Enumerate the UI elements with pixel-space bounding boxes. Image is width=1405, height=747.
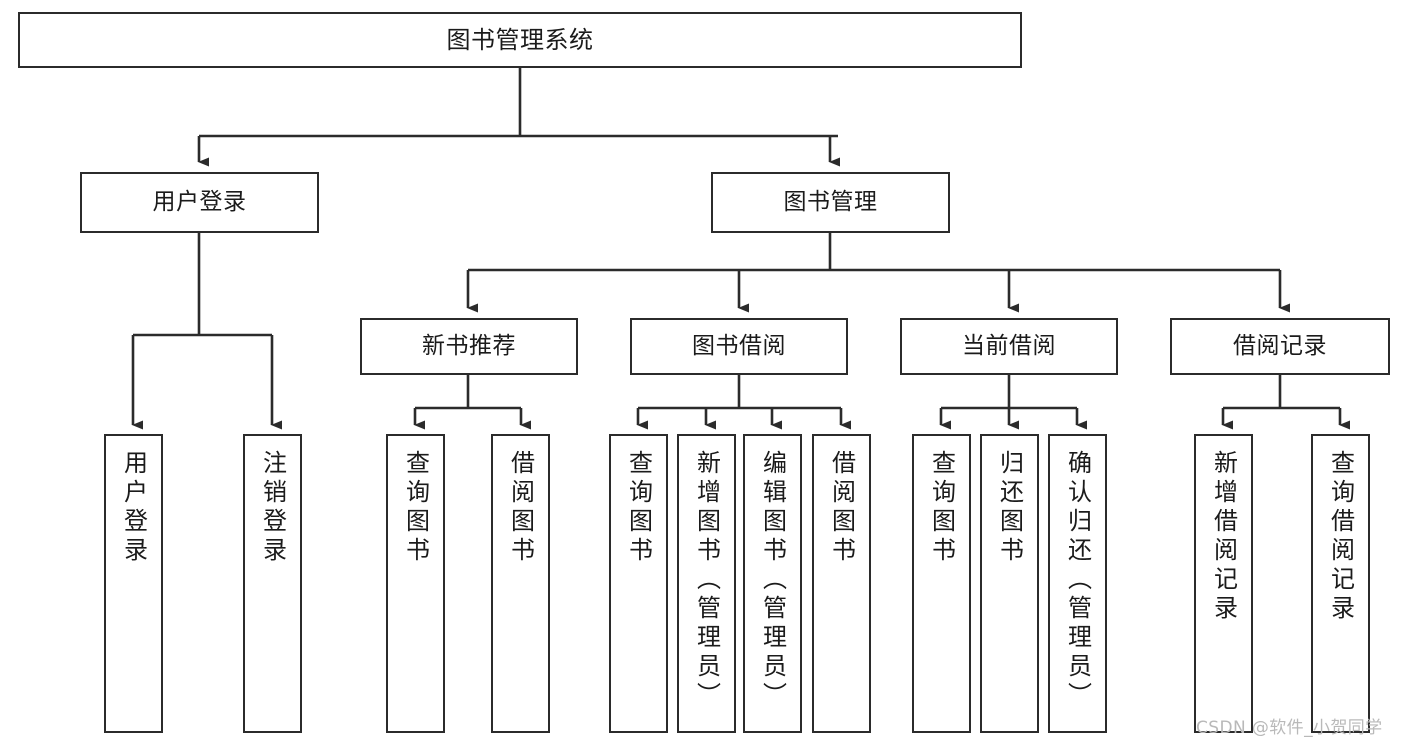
leaf-current-confirm-return-admin-label: 确认归还（管理员）	[1063, 450, 1092, 711]
node-borrow-records[interactable]: 借阅记录	[1170, 318, 1390, 375]
node-user-login-label: 用户登录	[152, 188, 247, 215]
leaf-login-user-login[interactable]: 用户登录	[104, 434, 163, 733]
leaf-login-user-login-label: 用户登录	[119, 450, 148, 566]
leaf-current-query-book[interactable]: 查询图书	[912, 434, 971, 733]
leaf-login-logout-label: 注销登录	[258, 450, 287, 566]
leaf-records-add-record[interactable]: 新增借阅记录	[1194, 434, 1253, 733]
leaf-borrow-add-book-admin[interactable]: 新增图书（管理员）	[677, 434, 736, 733]
leaf-newbook-query-book-label: 查询图书	[401, 450, 430, 566]
node-book-borrow[interactable]: 图书借阅	[630, 318, 848, 375]
leaf-borrow-edit-book-admin-label: 编辑图书（管理员）	[758, 450, 787, 711]
leaf-login-logout[interactable]: 注销登录	[243, 434, 302, 733]
leaf-borrow-edit-book-admin[interactable]: 编辑图书（管理员）	[743, 434, 802, 733]
leaf-newbook-query-book[interactable]: 查询图书	[386, 434, 445, 733]
leaf-current-query-book-label: 查询图书	[927, 450, 956, 566]
node-user-login[interactable]: 用户登录	[80, 172, 319, 233]
node-root-label: 图书管理系统	[446, 25, 594, 54]
node-new-book-recommend-label: 新书推荐	[422, 332, 516, 359]
leaf-current-confirm-return-admin[interactable]: 确认归还（管理员）	[1048, 434, 1107, 733]
node-current-borrow-label: 当前借阅	[962, 332, 1056, 359]
leaf-records-query-record[interactable]: 查询借阅记录	[1311, 434, 1370, 733]
node-root[interactable]: 图书管理系统	[18, 12, 1022, 68]
csdn-watermark: CSDN @软件_小贺同学	[1196, 718, 1383, 738]
node-book-borrow-label: 图书借阅	[692, 332, 786, 359]
node-new-book-recommend[interactable]: 新书推荐	[360, 318, 578, 375]
leaf-borrow-query-book[interactable]: 查询图书	[609, 434, 668, 733]
leaf-newbook-borrow-book[interactable]: 借阅图书	[491, 434, 550, 733]
node-book-management-label: 图书管理	[783, 188, 878, 215]
leaf-current-return-book[interactable]: 归还图书	[980, 434, 1039, 733]
node-borrow-records-label: 借阅记录	[1233, 332, 1327, 359]
leaf-borrow-borrow-book[interactable]: 借阅图书	[812, 434, 871, 733]
leaf-current-return-book-label: 归还图书	[995, 450, 1024, 566]
leaf-records-query-record-label: 查询借阅记录	[1326, 450, 1355, 624]
leaf-records-add-record-label: 新增借阅记录	[1209, 450, 1238, 624]
leaf-borrow-query-book-label: 查询图书	[624, 450, 653, 566]
leaf-borrow-add-book-admin-label: 新增图书（管理员）	[692, 450, 721, 711]
node-book-management[interactable]: 图书管理	[711, 172, 950, 233]
leaf-borrow-borrow-book-label: 借阅图书	[827, 450, 856, 566]
leaf-newbook-borrow-book-label: 借阅图书	[506, 450, 535, 566]
node-current-borrow[interactable]: 当前借阅	[900, 318, 1118, 375]
